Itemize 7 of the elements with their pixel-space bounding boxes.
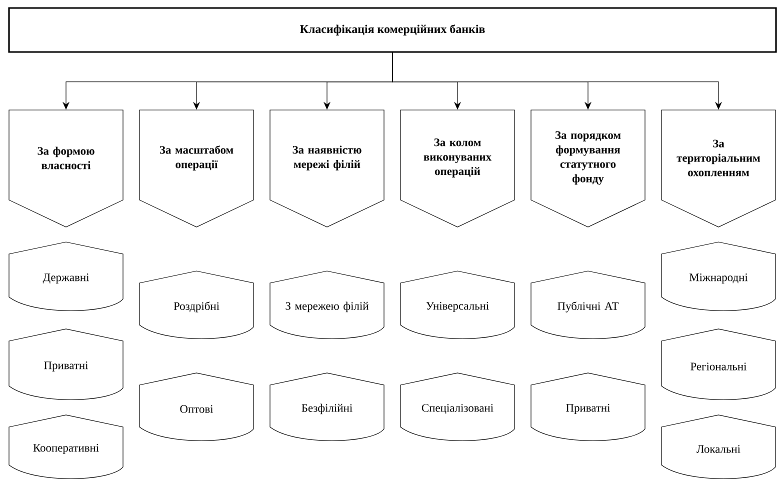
title-box: Класифікація комерційних банків bbox=[8, 7, 777, 53]
category-pentagon: За територіальним охопленням bbox=[661, 110, 776, 228]
category-pentagon: За масштабом операції bbox=[139, 110, 254, 228]
category-pentagon: За наявністю мережі філій bbox=[270, 110, 384, 228]
category-pentagon: За порядком формування статутного фонду bbox=[530, 110, 646, 228]
category-pentagon: За колом виконуваних операцій bbox=[400, 110, 515, 228]
category-pentagon: За формою власності bbox=[8, 110, 124, 228]
